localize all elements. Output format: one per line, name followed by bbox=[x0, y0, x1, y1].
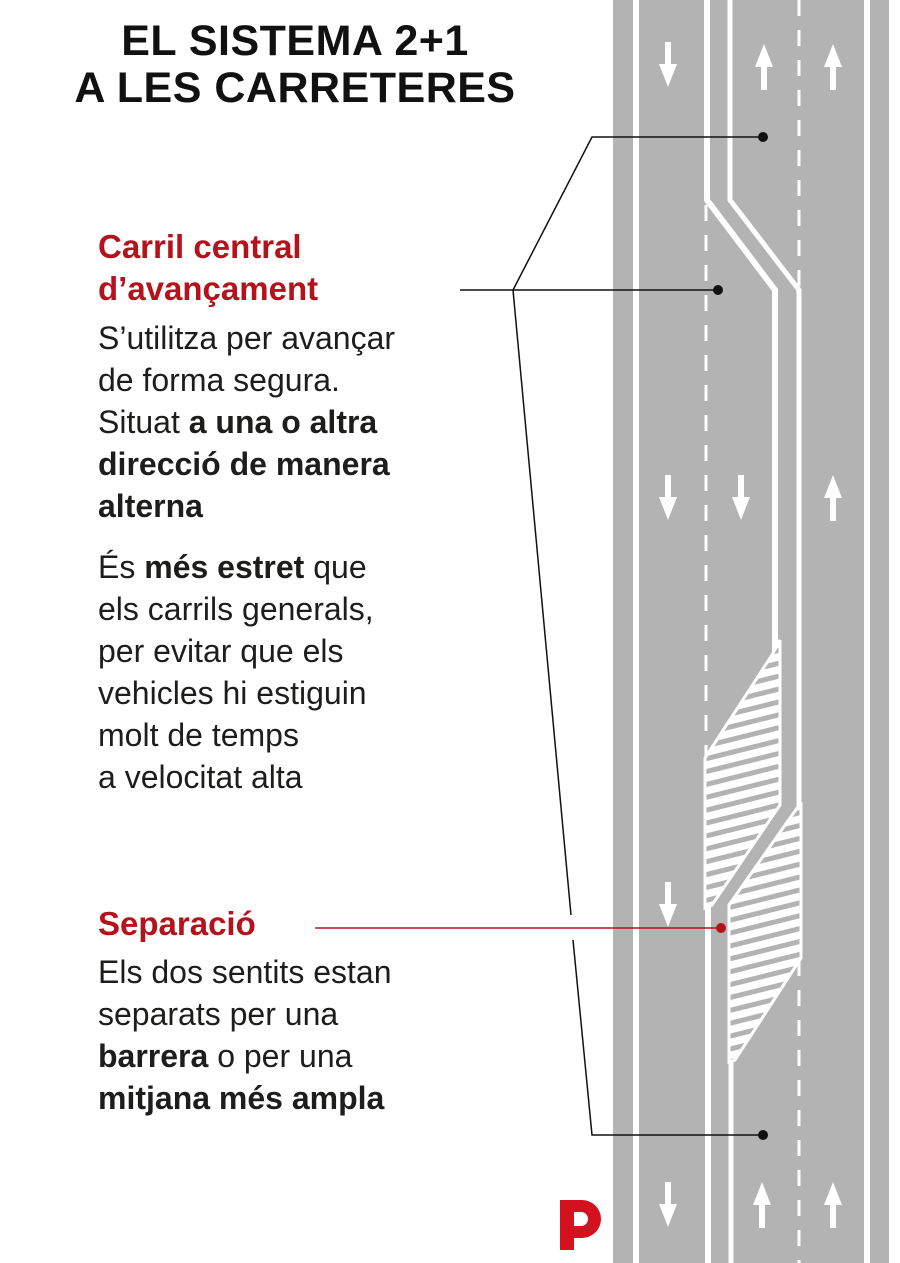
hatched-area-upper bbox=[703, 639, 782, 911]
logo-p-icon bbox=[560, 1200, 601, 1250]
title-line: EL SISTEMA 2+1 bbox=[121, 17, 469, 65]
text: És bbox=[98, 549, 145, 585]
page-title: EL SISTEMA 2+1 A LES CARRETERES bbox=[60, 18, 530, 112]
bold-text: mitjana més ampla bbox=[98, 1080, 385, 1116]
callout-lines bbox=[460, 136, 763, 1136]
text-line: els carrils generals, bbox=[98, 591, 374, 627]
text-line: per evitar que els bbox=[98, 633, 344, 669]
text-line: molt de temps bbox=[98, 717, 299, 753]
right-edge-line bbox=[864, 0, 870, 1263]
text-line: Situat a una o altra bbox=[98, 401, 468, 443]
hatched-area-lower bbox=[727, 802, 803, 1065]
text-line: barrera o per una bbox=[98, 1035, 468, 1077]
lane-markings bbox=[704, 0, 802, 1263]
heading-line: d’avançament bbox=[98, 270, 319, 307]
text-line: Els dos sentits estan bbox=[98, 954, 392, 990]
title-line: A LES CARRETERES bbox=[74, 64, 516, 112]
bold-text: alterna bbox=[98, 488, 203, 524]
bold-text: més estret bbox=[144, 549, 305, 585]
text: o per una bbox=[208, 1038, 353, 1074]
text-line: S’utilitza per avançar bbox=[98, 320, 396, 356]
heading-line: Carril central bbox=[98, 228, 302, 265]
callout-dot bbox=[758, 1130, 768, 1140]
bold-text: direcció de manera bbox=[98, 446, 390, 482]
separation-description: Els dos sentits estan separats per una b… bbox=[98, 951, 468, 1119]
callout-dot bbox=[713, 285, 723, 295]
text-line: vehicles hi estiguin bbox=[98, 675, 367, 711]
text-line: separats per una bbox=[98, 996, 339, 1032]
central-lane-heading: Carril central d’avançament bbox=[98, 226, 318, 310]
text: que bbox=[304, 549, 367, 585]
text-line: És més estret que bbox=[98, 546, 468, 588]
separation-heading: Separació bbox=[98, 905, 256, 942]
text: Situat bbox=[98, 404, 189, 440]
road-surface bbox=[613, 0, 889, 1263]
separation-callout-dot bbox=[716, 923, 726, 933]
central-lane-width-note: És més estret que els carrils generals, … bbox=[98, 546, 468, 798]
callout-dot bbox=[758, 132, 768, 142]
left-edge-line bbox=[633, 0, 639, 1263]
text-line: a velocitat alta bbox=[98, 759, 303, 795]
bold-text: barrera bbox=[98, 1038, 209, 1074]
central-lane-description: S’utilitza per avançar de forma segura. … bbox=[98, 317, 468, 527]
bold-text: a una o altra bbox=[188, 404, 378, 440]
text-line: de forma segura. bbox=[98, 362, 340, 398]
